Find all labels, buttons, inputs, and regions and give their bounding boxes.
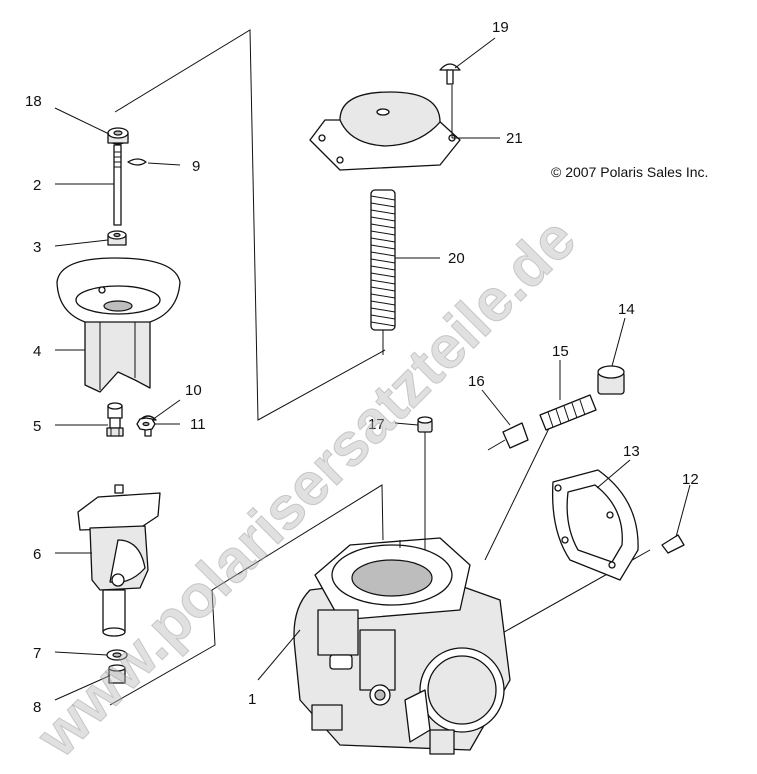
callout-14: 14 [618,301,635,318]
part-1-carburetor-body [293,537,511,755]
callout-6: 6 [33,546,41,563]
callout-1: 1 [248,691,256,708]
callout-13: 13 [623,443,640,460]
callout-numbers: 18 2 3 4 5 6 7 8 9 10 11 12 13 14 15 16 … [25,19,699,716]
part-2-jet-needle [113,144,122,226]
callout-16: 16 [468,373,485,390]
part-20-spring [370,189,396,331]
part-4-vacuum-piston [56,257,181,393]
callout-21: 21 [506,130,523,147]
part-19-cover-screw [439,63,461,85]
part-8-main-jet [108,664,126,684]
callout-20: 20 [448,250,465,267]
copyright-notice: © 2007 Polaris Sales Inc. [551,164,708,180]
part-11-lock-washer [136,417,156,431]
part-13-gasket [551,469,639,581]
callout-5: 5 [33,418,41,435]
callout-18: 18 [25,93,42,110]
part-15-spring [539,394,597,431]
callout-15: 15 [552,343,569,360]
part-6-needle-jet-housing [77,484,161,637]
part-18-nut [107,127,129,145]
callout-11: 11 [190,416,206,433]
callout-2: 2 [33,177,41,194]
callout-10: 10 [185,382,202,399]
callout-leaders [54,37,691,701]
callout-19: 19 [492,19,509,36]
part-9-e-clip [127,158,147,166]
part-12-screw [661,534,685,554]
part-5-jet-holder [106,402,124,437]
callout-12: 12 [682,471,699,488]
callout-3: 3 [33,239,41,256]
callout-9: 9 [192,158,200,175]
callout-4: 4 [33,343,41,360]
callout-7: 7 [33,645,41,662]
part-21-diaphragm-cover [309,91,461,171]
part-3-spacer [107,230,127,246]
callout-8: 8 [33,699,41,716]
part-16-pilot-screw [487,422,529,451]
part-14-cap [597,365,625,395]
callout-17: 17 [368,416,385,433]
